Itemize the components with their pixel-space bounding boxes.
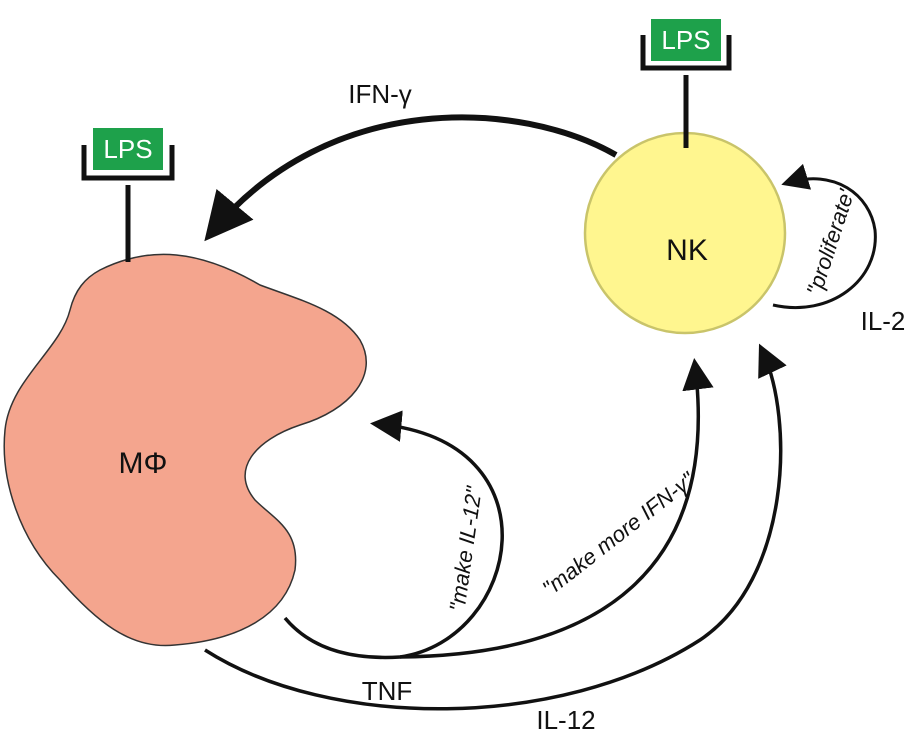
macrophage-cell	[3, 253, 367, 647]
il12-label: IL-12	[536, 705, 595, 735]
make-il12-label: "make IL-12"	[444, 484, 486, 613]
macrophage-lps-receptor: LPS	[81, 126, 175, 262]
ifn-gamma-arrow	[204, 114, 618, 242]
make-more-ifn-arrow	[399, 358, 714, 659]
proliferate-label: "proliferate"	[801, 182, 860, 299]
tnf-label: TNF	[362, 676, 413, 706]
macrophage-label: MΦ	[119, 447, 168, 480]
proliferate-loop-arrow	[772, 163, 877, 310]
nk-cell	[583, 131, 787, 335]
tnf-curve	[283, 616, 401, 660]
nk-lps-box	[649, 17, 723, 63]
make-il12-arrow	[370, 410, 504, 659]
il12-arrow	[204, 343, 787, 711]
ifn-gamma-label: IFN-γ	[348, 79, 412, 109]
il2-label: IL-2	[861, 306, 906, 336]
nk-label: NK	[666, 234, 708, 267]
macrophage-lps-label: LPS	[103, 134, 152, 164]
make-more-ifn-label: "make more IFN-γ"	[538, 466, 701, 601]
nk-lps-receptor: LPS	[640, 17, 732, 148]
macrophage-lps-box	[91, 126, 165, 172]
nk-lps-label: LPS	[661, 25, 710, 55]
